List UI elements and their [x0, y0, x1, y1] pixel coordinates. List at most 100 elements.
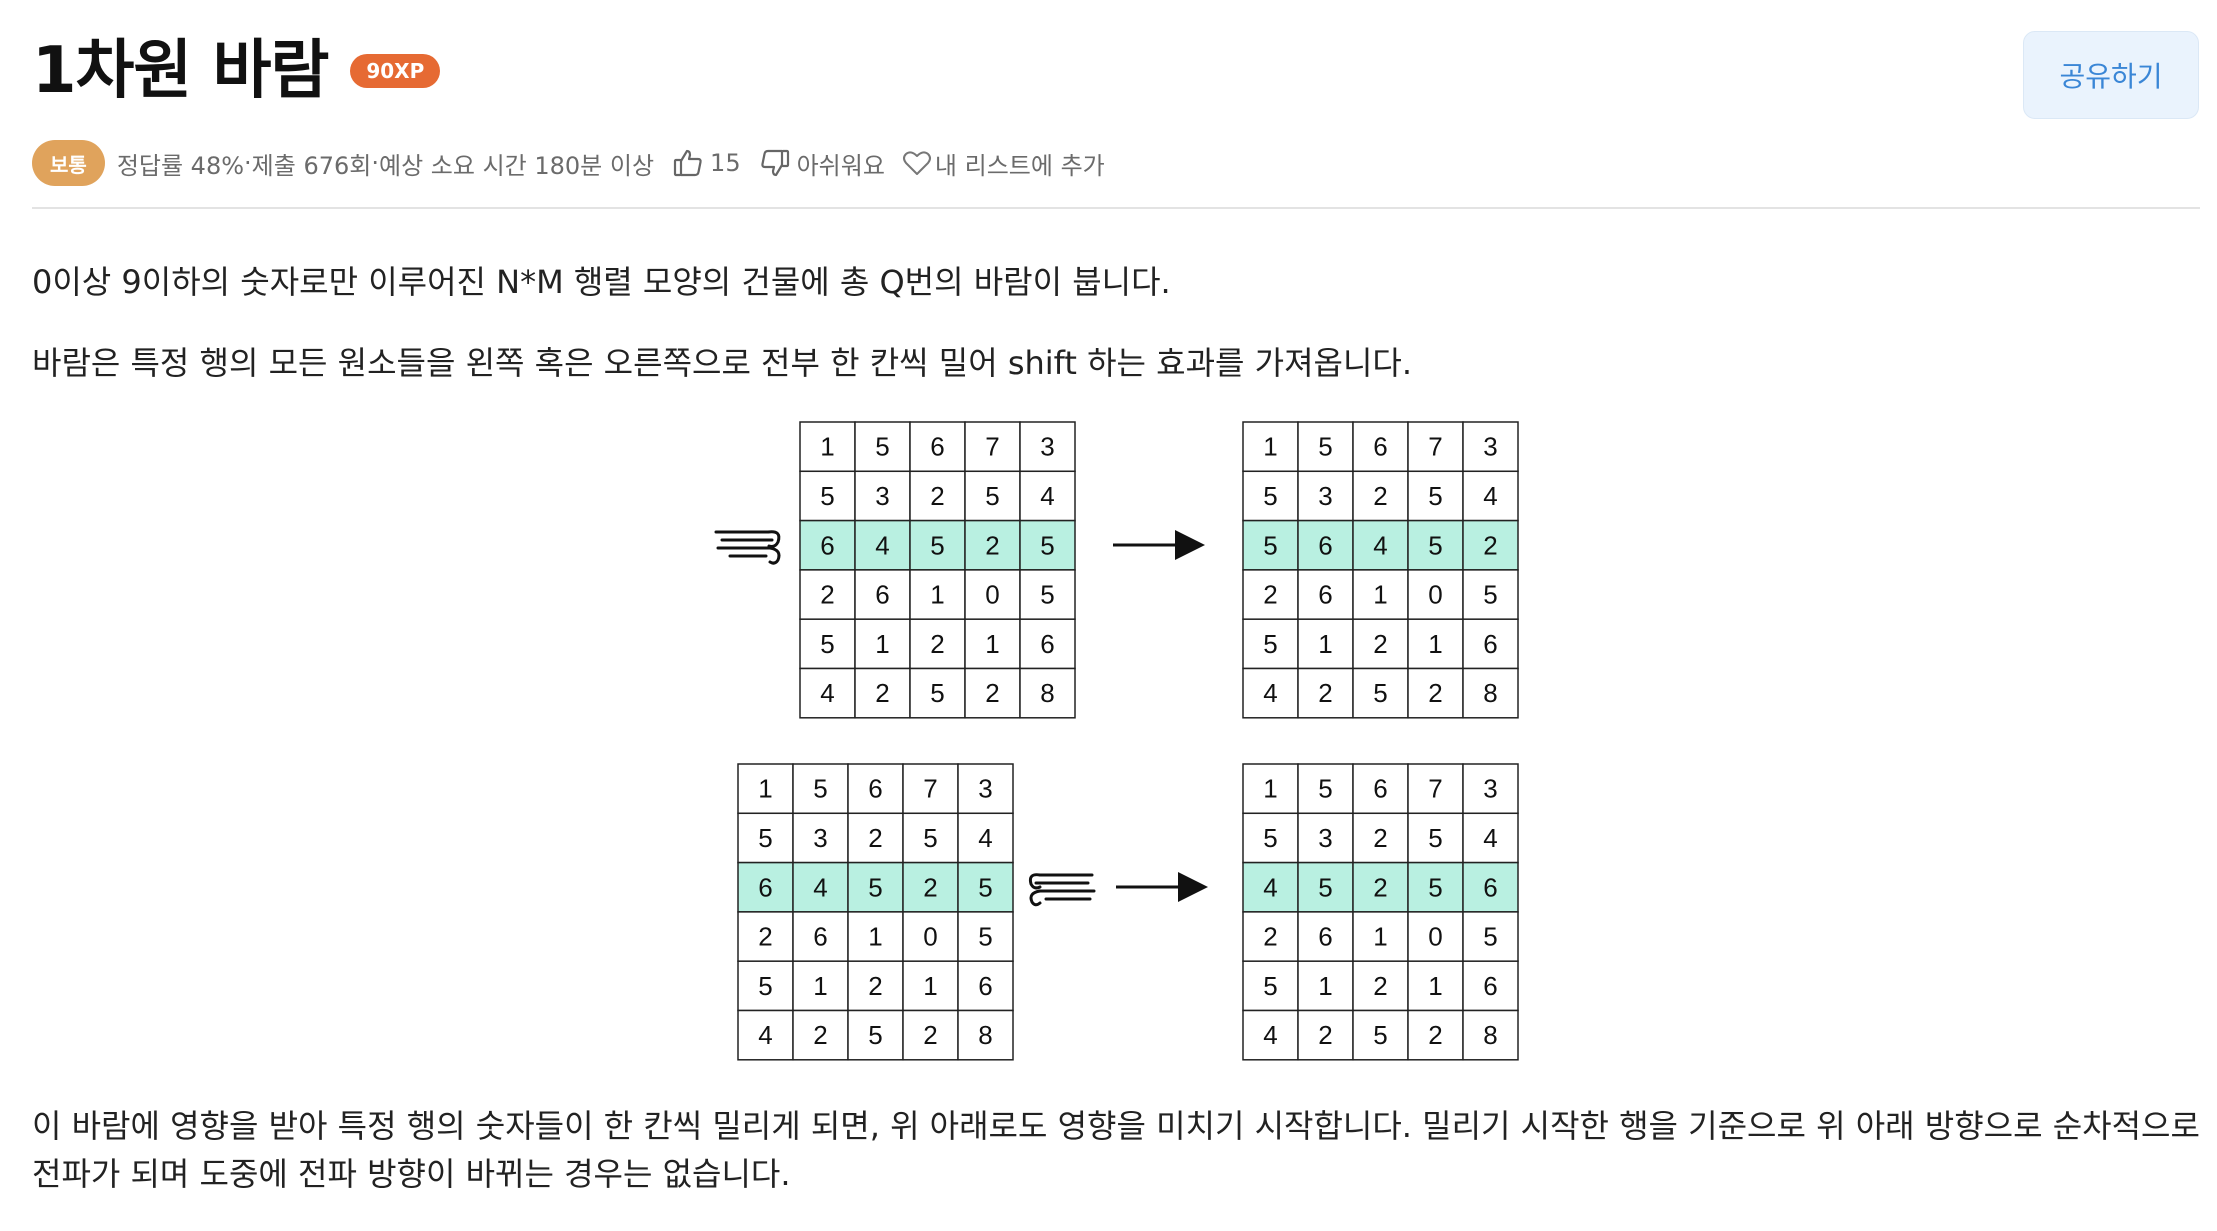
grid-cell-value: 1 — [813, 971, 827, 1001]
grid-cell-value: 8 — [1483, 678, 1497, 708]
grid-cell-value: 5 — [1318, 872, 1332, 902]
meta-separator: · — [371, 149, 379, 177]
grid-cell-value: 5 — [820, 481, 834, 511]
grid-cell — [847, 1009, 904, 1061]
grid-cell-value: 1 — [985, 629, 999, 659]
grid-cell — [792, 1009, 849, 1061]
grid-cell-value: 2 — [923, 872, 937, 902]
grid-cell — [1407, 618, 1464, 670]
grid-cell-value: 1 — [930, 580, 944, 610]
grid-cell-value: 5 — [1040, 530, 1054, 560]
grid-cell-value: 3 — [1318, 481, 1332, 511]
grid-cell — [1297, 1009, 1354, 1061]
grid-cell — [1352, 861, 1409, 913]
grid-cell — [1019, 470, 1076, 522]
grid-cell-value: 6 — [875, 580, 889, 610]
grid-cell — [854, 519, 911, 571]
grid-cell-value: 3 — [875, 481, 889, 511]
grid-cell-value: 2 — [1263, 580, 1277, 610]
grid-cell-value: 4 — [1263, 872, 1277, 902]
grid-cell — [1462, 667, 1519, 719]
grid-cell-value: 4 — [820, 678, 834, 708]
grid-cell-value: 8 — [1483, 1020, 1497, 1050]
grid-cell — [799, 569, 856, 620]
like-count: 15 — [710, 149, 741, 177]
grid-cell — [799, 667, 856, 719]
grid-cell-value: 1 — [1373, 922, 1387, 952]
grid-cell-value: 5 — [1483, 922, 1497, 952]
grid-cell-value: 6 — [1373, 774, 1387, 804]
grid-cell-value: 2 — [1263, 922, 1277, 952]
grid-cell-value: 7 — [985, 432, 999, 462]
grid-cell-value: 0 — [1428, 580, 1442, 610]
grid-cell-value: 5 — [1318, 432, 1332, 462]
grid-cell-value: 4 — [1483, 823, 1497, 853]
submissions-text: 제출 676회 — [251, 151, 372, 180]
grid-cell-value: 6 — [1040, 629, 1054, 659]
header-divider — [32, 207, 2200, 209]
share-button[interactable]: 공유하기 — [2023, 31, 2199, 119]
grid-cell — [964, 519, 1021, 571]
grid-cell-value: 5 — [1263, 530, 1277, 560]
grid-cell — [1297, 470, 1354, 522]
grid-cell — [1352, 763, 1409, 815]
grid-cell-value: 3 — [813, 823, 827, 853]
grid-cell-value: 5 — [1428, 872, 1442, 902]
grid-cell-value: 2 — [1483, 530, 1497, 560]
grid-cell — [957, 1009, 1014, 1061]
grid-cell-value: 6 — [930, 432, 944, 462]
grid-cell-value: 0 — [1428, 922, 1442, 952]
grid-cell-value: 4 — [1483, 481, 1497, 511]
add-to-list-button[interactable]: 내 리스트에 추가 — [934, 151, 1105, 180]
grid-cell-value: 5 — [978, 872, 992, 902]
grid-cell-value: 4 — [978, 823, 992, 853]
grid-cell-value: 2 — [820, 580, 834, 610]
grid-cell — [1462, 911, 1519, 962]
grid-cell — [1462, 618, 1519, 670]
description-paragraph-3: 이 바람에 영향을 받아 특정 행의 숫자들이 한 칸씩 밀리게 되면, 위 아… — [32, 1107, 2200, 1193]
grid-cell — [909, 569, 966, 620]
thumbs-up-icon[interactable] — [672, 147, 704, 179]
grid-cell-value: 1 — [923, 971, 937, 1001]
grid-cell — [847, 763, 904, 815]
grid-cell-value: 5 — [1040, 580, 1054, 610]
grid-cell — [1297, 667, 1354, 719]
grid-cell-value: 6 — [1483, 971, 1497, 1001]
grid-cell-value: 4 — [813, 872, 827, 902]
grid-cell-value: 4 — [1040, 481, 1054, 511]
grid-cell — [737, 960, 794, 1012]
grid-cell-value: 2 — [1373, 823, 1387, 853]
grid-cell — [1352, 569, 1409, 620]
grid-cell-value: 5 — [1263, 481, 1277, 511]
grid-cell — [737, 763, 794, 815]
grid-cell — [1242, 519, 1299, 571]
grid-cell-value: 1 — [1373, 580, 1387, 610]
grid-cell-value: 5 — [978, 922, 992, 952]
grid-cell — [1462, 763, 1519, 815]
heart-icon[interactable] — [901, 147, 933, 179]
grid-cell — [1019, 618, 1076, 670]
grid-cell — [1297, 911, 1354, 962]
grid-cell-value: 2 — [758, 922, 772, 952]
grid-cell — [799, 421, 856, 473]
grid-cell — [1407, 569, 1464, 620]
grid-cell-value: 6 — [1318, 580, 1332, 610]
grid-cell-value: 2 — [1428, 1020, 1442, 1050]
grid-cell-value: 3 — [1040, 432, 1054, 462]
grid-cell — [1297, 861, 1354, 913]
thumbs-down-icon[interactable] — [759, 147, 791, 179]
time-text: 예상 소요 시간 180분 이상 — [379, 151, 655, 180]
grid-cell-value: 2 — [930, 481, 944, 511]
grid-cell-value: 2 — [868, 823, 882, 853]
grid-cell-value: 2 — [985, 530, 999, 560]
grid-cell — [1352, 911, 1409, 962]
dislike-label[interactable]: 아쉬워요 — [796, 151, 885, 180]
grid-cell — [957, 812, 1014, 864]
grid-cell-value: 4 — [1263, 678, 1277, 708]
grid-cell — [1297, 812, 1354, 864]
grid-cell — [1352, 470, 1409, 522]
grid-cell-value: 5 — [868, 872, 882, 902]
wind-icon — [714, 530, 781, 565]
grid-cell — [737, 812, 794, 864]
grid-cell-value: 3 — [978, 774, 992, 804]
